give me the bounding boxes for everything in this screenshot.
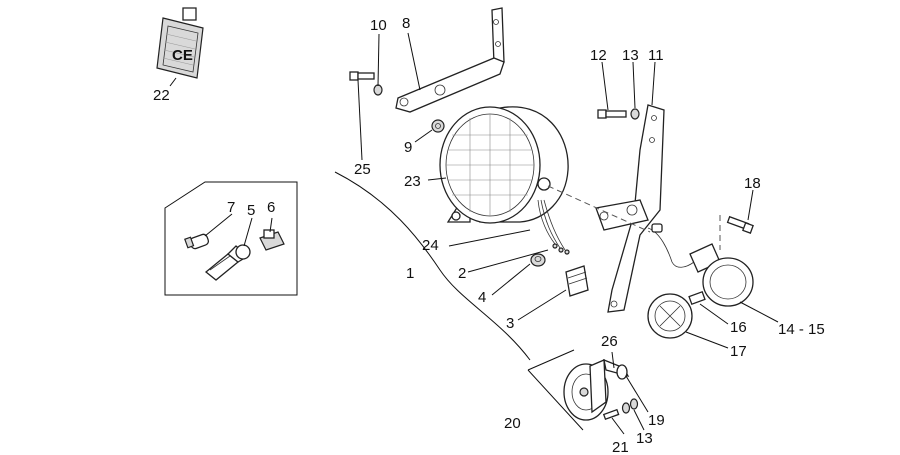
- callout-11: 11: [648, 47, 664, 64]
- indicator-part-14-15: [647, 223, 754, 307]
- assembly-axis-line: [547, 185, 651, 233]
- frame-outline-line: [334, 171, 531, 361]
- callout-3: 3: [506, 315, 514, 332]
- callout-17: 17: [730, 343, 747, 360]
- callout-21: 21: [612, 439, 629, 455]
- callout-20: 20: [504, 415, 521, 432]
- callout-19: 19: [648, 412, 665, 429]
- horn-part-20: [563, 359, 609, 421]
- connector-plugs: [552, 243, 570, 255]
- callout-2: 2: [458, 265, 466, 282]
- headlight-wires: [537, 199, 566, 251]
- callout-26: 26: [601, 333, 618, 350]
- bolt-part-25: [349, 71, 375, 81]
- callout-5: 5: [247, 202, 255, 219]
- callout-23: 23: [404, 173, 421, 190]
- headlight-part-23: [439, 106, 569, 224]
- bulb-socket-part-6: [259, 229, 285, 251]
- callout-numbers: 22 10 8 9 25 23 24 1 2 4 3 7 5 6 12 13 1…: [153, 15, 825, 455]
- leader-lines: [169, 32, 779, 435]
- nut-part-9: [431, 119, 445, 133]
- callout-10: 10: [370, 17, 387, 34]
- socket-part-3: [565, 265, 589, 297]
- headlight-bracket-part-8: [395, 7, 505, 113]
- callout-22: 22: [153, 87, 170, 104]
- small-bulb-part-7: [184, 233, 210, 250]
- callout-14-15: 14 - 15: [778, 321, 825, 338]
- horn-fasteners-parts-19-21-13: [602, 398, 639, 421]
- callout-6: 6: [267, 199, 275, 216]
- grommet-part-4: [530, 253, 546, 267]
- washer-part-10: [373, 84, 383, 96]
- callout-9: 9: [404, 139, 412, 156]
- callout-16: 16: [730, 319, 747, 336]
- callout-7: 7: [227, 199, 235, 216]
- side-bracket-part-11: [595, 104, 665, 313]
- headlight-bulb-part-5: [204, 244, 251, 281]
- horn-bracket-part-26: [603, 358, 630, 380]
- bolt-part-18: [726, 215, 754, 234]
- callout-13-lower: 13: [636, 430, 653, 447]
- callout-4: 4: [478, 289, 486, 306]
- horn-group-bracket: [527, 349, 584, 431]
- callout-13-upper: 13: [622, 47, 639, 64]
- ce-mark-text: CE: [172, 47, 193, 64]
- ce-reflector-plate: CE: [156, 7, 204, 79]
- callout-1: 1: [406, 265, 414, 282]
- bulb-inset-frame: [164, 181, 298, 296]
- callout-12: 12: [590, 47, 607, 64]
- bolt-part-12: [597, 109, 627, 119]
- callout-8: 8: [402, 15, 410, 32]
- indicator-part-16-17: [647, 291, 706, 339]
- callout-18: 18: [744, 175, 761, 192]
- washer-part-13-upper: [630, 108, 640, 120]
- callout-24: 24: [422, 237, 439, 254]
- callout-25: 25: [354, 161, 371, 178]
